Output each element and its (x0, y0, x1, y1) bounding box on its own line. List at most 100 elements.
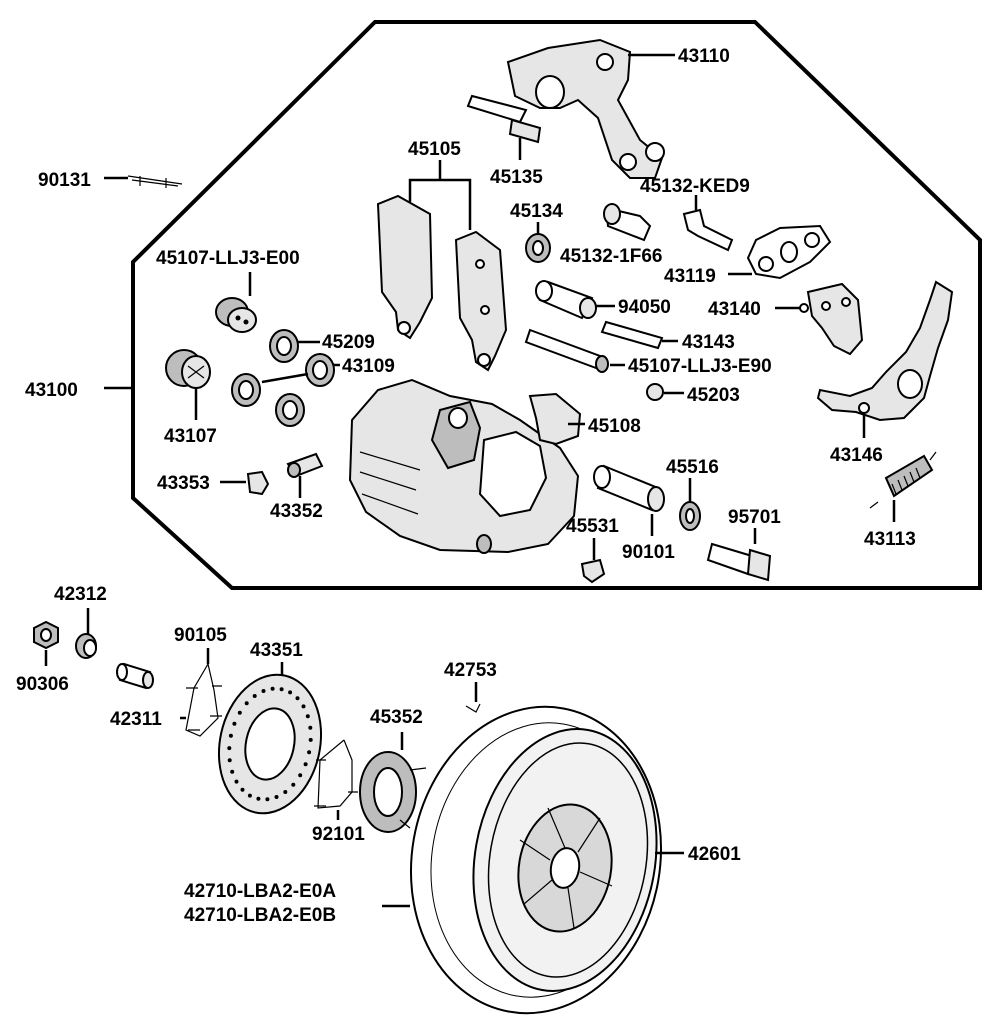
label-90306: 90306 (16, 674, 69, 695)
label-45352: 45352 (370, 707, 423, 728)
nut-90306 (33, 620, 59, 666)
slide-pin-45135 (466, 94, 542, 160)
label-90131: 90131 (38, 170, 91, 191)
disc-hole (279, 687, 284, 692)
disc-hole (288, 690, 293, 695)
label-45209: 45209 (322, 332, 375, 353)
disc-hole (295, 696, 300, 701)
label-95701: 95701 (728, 507, 781, 528)
disc-hole (308, 737, 313, 742)
label-45531: 45531 (566, 516, 619, 537)
label-45107-llj3-e00: 45107-LLJ3-E00 (156, 248, 300, 269)
disc-hole (252, 694, 257, 698)
disc-hole (305, 714, 310, 719)
disc-bolts-90105 (180, 648, 222, 737)
ring-43109 (231, 353, 340, 427)
lever-43146 (816, 280, 954, 438)
label-43113: 43113 (864, 529, 916, 550)
washer-45516 (679, 478, 701, 531)
seal-45134 (525, 222, 551, 263)
spring-43113 (869, 451, 937, 522)
pin-43143 (600, 320, 678, 350)
label-43107: 43107 (164, 426, 217, 447)
plug-43107 (165, 349, 211, 420)
label-45132-1f66: 45132-1F66 (560, 246, 662, 267)
label-45132-ked9: 45132-KED9 (640, 176, 750, 197)
cap-45203 (646, 383, 684, 401)
label-43146: 43146 (830, 445, 883, 466)
label-43119: 43119 (664, 266, 716, 287)
disc-hole (298, 773, 303, 778)
caliper-assembly-frame (131, 20, 982, 590)
disc-hole (283, 790, 288, 794)
bleeder-screw-43352 (286, 452, 324, 498)
disc-hole (270, 686, 275, 691)
caliper-body-43100 (104, 378, 580, 554)
label-42601: 42601 (688, 844, 741, 865)
brake-pads-45105 (376, 160, 508, 372)
label-43110: 43110 (678, 46, 730, 67)
bracket-43140 (775, 282, 864, 356)
disc-hole (256, 796, 261, 801)
disc-hole (274, 795, 279, 799)
label-90105: 90105 (174, 625, 227, 646)
disc-hole (228, 733, 233, 738)
bolt-45132-ked9 (682, 195, 734, 252)
label-94050: 94050 (618, 297, 671, 318)
disc-hole (261, 689, 266, 693)
label-43100: 43100 (25, 380, 78, 401)
label-43353: 43353 (157, 473, 210, 494)
label-90101: 90101 (622, 542, 675, 563)
collar-42311 (116, 662, 154, 690)
pin-45107-llj3-e90 (524, 328, 625, 373)
disc-hole (265, 797, 270, 802)
label-42312: 42312 (54, 584, 107, 605)
wheel-rim-42601 (472, 728, 684, 992)
label-45135: 45135 (490, 167, 543, 188)
disc-hole (244, 701, 249, 706)
label-45105: 45105 (408, 139, 461, 160)
sleeve-94050 (535, 280, 615, 320)
disc-hole (307, 750, 312, 755)
disc-hole (227, 758, 232, 763)
disc-hole (291, 782, 296, 787)
label-43109: 43109 (342, 356, 395, 377)
label-45516: 45516 (666, 457, 719, 478)
bolts-92101 (314, 739, 358, 820)
label-43352: 43352 (270, 501, 323, 522)
label-45203: 45203 (687, 385, 740, 406)
disc-hole (308, 725, 313, 730)
gasket-43119 (728, 224, 832, 280)
label-42753: 42753 (444, 660, 497, 681)
sensor-ring-45352 (359, 732, 427, 833)
caliper-bracket-43110 (506, 38, 675, 179)
bleeder-cap-43353 (220, 470, 270, 496)
disc-hole (240, 787, 245, 792)
disc-hole (303, 762, 308, 767)
label-45107-llj3-e90: 45107-LLJ3-E90 (628, 356, 772, 377)
label-43351: 43351 (250, 640, 303, 661)
label-42311: 42311 (110, 709, 162, 730)
disc-hole (230, 769, 235, 774)
disc-hole (247, 793, 252, 798)
label-42710-lba2-e0b: 42710-LBA2-E0B (184, 905, 336, 926)
disc-hole (232, 721, 237, 726)
brake-disc-43351 (217, 662, 323, 815)
bolt-45132-1f66 (603, 203, 652, 242)
disc-hole (227, 746, 232, 751)
disc-hole (301, 704, 306, 709)
collar-42312 (75, 608, 97, 659)
pad-pin-clip-90131 (104, 175, 183, 188)
label-43143: 43143 (682, 332, 735, 353)
disc-hole (234, 779, 239, 784)
seal-ring-45209 (269, 329, 320, 363)
label-45134: 45134 (510, 201, 563, 222)
cap-45531 (580, 538, 606, 584)
label-92101: 92101 (312, 824, 365, 845)
pin-90101 (593, 464, 665, 536)
label-45108: 45108 (588, 416, 641, 437)
pad-spring-45108 (528, 392, 585, 446)
plug-45107-llj3-e00 (215, 272, 257, 333)
label-42710-lba2-e0a: 42710-LBA2-E0A (184, 881, 336, 902)
